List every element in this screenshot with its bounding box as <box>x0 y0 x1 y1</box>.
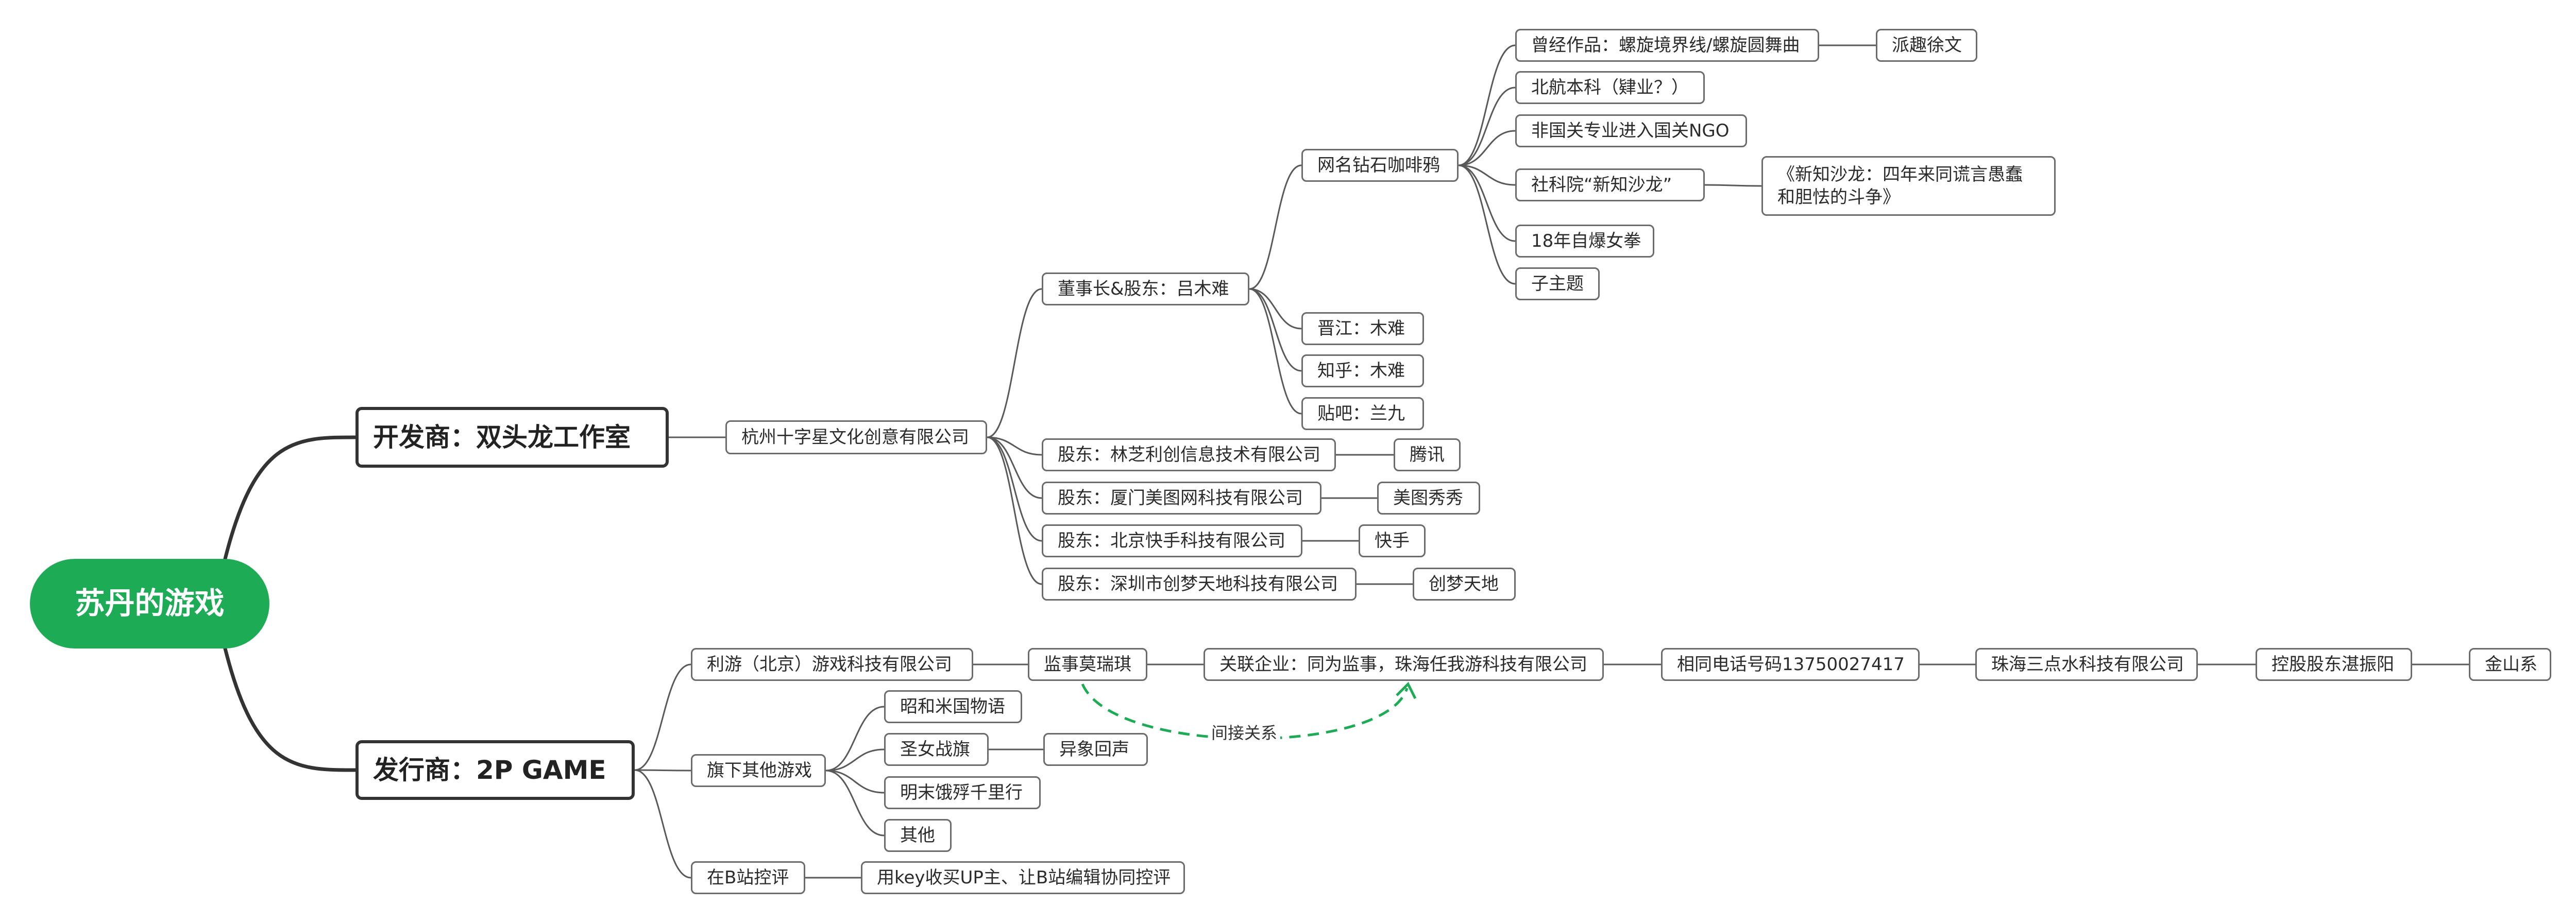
connector-line <box>987 436 1042 542</box>
bilibili-node[interactable]: 在B站控评 <box>691 861 805 894</box>
controlling-shareholder-node[interactable]: 控股股东湛振阳 <box>2256 648 2412 681</box>
game-node[interactable]: 明末饿殍千里行 <box>884 776 1041 809</box>
connector-line <box>1249 288 1302 330</box>
salon-node[interactable]: 社科院“新知沙龙” <box>1515 168 1705 201</box>
shareholder-node[interactable]: 股东：北京快手科技有限公司 <box>1042 524 1302 557</box>
shareholder-owner-node[interactable]: 腾讯 <box>1394 438 1461 471</box>
affiliate-node[interactable]: 关联企业：同为监事，珠海任我游科技有限公司 <box>1204 648 1604 681</box>
arrow-head-icon <box>1396 681 1417 699</box>
connector-line <box>1458 44 1516 166</box>
indirect-relation-arrow <box>1081 684 1409 740</box>
kingsoft-node[interactable]: 金山系 <box>2469 648 2551 681</box>
shareholder-owner-node[interactable]: 创梦天地 <box>1413 568 1516 601</box>
connector-line <box>987 436 1042 499</box>
connector-line <box>1249 288 1302 372</box>
developer-node[interactable]: 开发商：双头龙工作室 <box>355 407 669 468</box>
past-works-node[interactable]: 曾经作品：螺旋境界线/螺旋圆舞曲 <box>1515 29 1819 62</box>
connector-line <box>825 770 885 836</box>
connector-line <box>987 436 1042 456</box>
subtopic-node[interactable]: 子主题 <box>1515 267 1600 300</box>
account-tieba-node[interactable]: 贴吧：兰九 <box>1301 397 1424 430</box>
shareholder-owner-node[interactable]: 美图秀秀 <box>1377 482 1480 515</box>
connector-line <box>1458 164 1516 242</box>
connector-line <box>1249 288 1302 415</box>
connector-line <box>1704 184 1762 187</box>
connector-line <box>987 288 1042 438</box>
supervisor-node[interactable]: 监事莫瑞琪 <box>1028 648 1147 681</box>
past-works-publisher-node[interactable]: 派趣徐文 <box>1876 29 1977 62</box>
shareholder-node[interactable]: 股东：林芝利创信息技术有限公司 <box>1042 438 1336 471</box>
salon-book-node[interactable]: 《新知沙龙：四年来同谎言愚蠢和胆怯的斗争》 <box>1761 156 2056 216</box>
connector-line <box>1249 164 1302 290</box>
game-node[interactable]: 圣女战旗 <box>884 733 989 766</box>
game-node[interactable]: 其他 <box>884 819 952 852</box>
shareholder-node[interactable]: 股东：厦门美图网科技有限公司 <box>1042 482 1321 515</box>
connector-line <box>825 770 885 794</box>
education-node[interactable]: 北航本科（肄业？） <box>1515 71 1705 104</box>
root-node[interactable]: 苏丹的游戏 <box>30 559 269 648</box>
self-disclosure-node[interactable]: 18年自爆女拳 <box>1515 225 1654 258</box>
connector-line <box>634 769 691 879</box>
career-node[interactable]: 非国关专业进入国关NGO <box>1515 114 1747 147</box>
account-jinjiang-node[interactable]: 晋江：木难 <box>1301 312 1424 345</box>
main-branch-line <box>220 435 356 573</box>
connector-line <box>1458 130 1516 166</box>
phone-node[interactable]: 相同电话号码13750027417 <box>1661 648 1920 681</box>
bilibili-detail-node[interactable]: 用key收买UP主、让B站编辑协同控评 <box>861 861 1185 894</box>
publisher-node[interactable]: 发行商：2P GAME <box>355 740 635 800</box>
account-zhihu-node[interactable]: 知乎：木难 <box>1301 354 1424 387</box>
connector-line <box>634 769 691 772</box>
other-games-node[interactable]: 旗下其他游戏 <box>691 754 826 787</box>
shareholder-node[interactable]: 股东：深圳市创梦天地科技有限公司 <box>1042 568 1357 601</box>
game-node[interactable]: 昭和米国物语 <box>884 690 1022 723</box>
connector-line <box>634 663 691 771</box>
connector-line <box>825 748 885 772</box>
connector-line <box>1458 87 1516 166</box>
shareholder-owner-node[interactable]: 快手 <box>1359 524 1426 557</box>
indirect-relation-label: 间接关系 <box>1208 720 1281 744</box>
chairman-node[interactable]: 董事长&股东：吕木难 <box>1042 272 1249 305</box>
game-sequel-node[interactable]: 异象回声 <box>1043 733 1148 766</box>
publisher-company-node[interactable]: 利游（北京）游戏科技有限公司 <box>691 648 973 681</box>
sandianshui-node[interactable]: 珠海三点水科技有限公司 <box>1975 648 2198 681</box>
connector-line <box>825 706 885 772</box>
connector-line <box>987 436 1042 585</box>
main-branch-line <box>220 634 356 772</box>
connector-line <box>1458 164 1516 285</box>
alias-node[interactable]: 网名钻石咖啡鸦 <box>1301 149 1459 182</box>
connector-line <box>1458 164 1516 186</box>
developer-company-node[interactable]: 杭州十字星文化创意有限公司 <box>725 420 987 454</box>
